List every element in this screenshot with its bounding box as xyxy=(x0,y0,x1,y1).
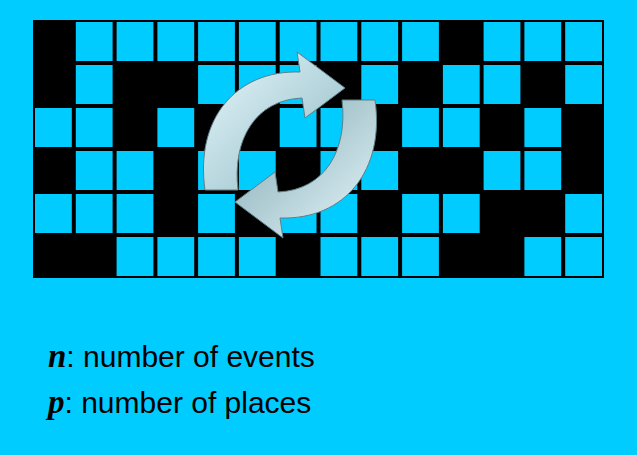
grid-cell xyxy=(565,194,602,233)
grid-cell xyxy=(565,237,602,276)
grid-cell xyxy=(321,22,358,61)
grid-cell xyxy=(76,65,113,104)
grid-cell xyxy=(117,237,154,276)
variable-description: : number of events xyxy=(66,340,314,373)
grid-cell xyxy=(402,108,439,147)
grid-cell xyxy=(198,194,235,233)
grid-cell xyxy=(76,22,113,61)
grid-cell xyxy=(239,22,276,61)
grid-cell xyxy=(76,194,113,233)
grid-cell xyxy=(157,108,194,147)
grid-cell xyxy=(76,151,113,190)
variable-description: : number of places xyxy=(65,386,312,419)
grid-cell xyxy=(157,237,194,276)
grid-cell xyxy=(35,194,72,233)
grid-cell xyxy=(239,237,276,276)
grid-cell xyxy=(321,237,358,276)
grid-cell xyxy=(443,194,480,233)
grid-cell xyxy=(402,22,439,61)
grid-cell xyxy=(484,65,521,104)
grid-cell xyxy=(117,151,154,190)
grid-cell xyxy=(524,151,561,190)
grid-cell xyxy=(443,65,480,104)
grid-cell xyxy=(76,108,113,147)
grid-cell xyxy=(35,108,72,147)
grid-cell xyxy=(198,237,235,276)
variable-symbol: p xyxy=(48,384,65,420)
grid-cell xyxy=(361,237,398,276)
grid-cell xyxy=(402,194,439,233)
grid-cell xyxy=(524,108,561,147)
grid-cell xyxy=(117,22,154,61)
grid-cell xyxy=(484,151,521,190)
cycle-arrows xyxy=(203,52,376,238)
grid-cell xyxy=(484,22,521,61)
grid-cell xyxy=(361,65,398,104)
grid-cell xyxy=(524,237,561,276)
grid-cell xyxy=(524,22,561,61)
variable-symbol: n xyxy=(48,338,66,374)
grid-cell xyxy=(198,22,235,61)
grid-cell xyxy=(361,22,398,61)
grid-cell xyxy=(443,108,480,147)
grid-cell xyxy=(565,65,602,104)
grid-cell xyxy=(565,22,602,61)
grid-cell xyxy=(402,237,439,276)
grid-cell xyxy=(157,22,194,61)
legend-line: n: number of events xyxy=(48,338,315,375)
legend-line: p: number of places xyxy=(48,384,311,421)
grid-cell xyxy=(117,194,154,233)
